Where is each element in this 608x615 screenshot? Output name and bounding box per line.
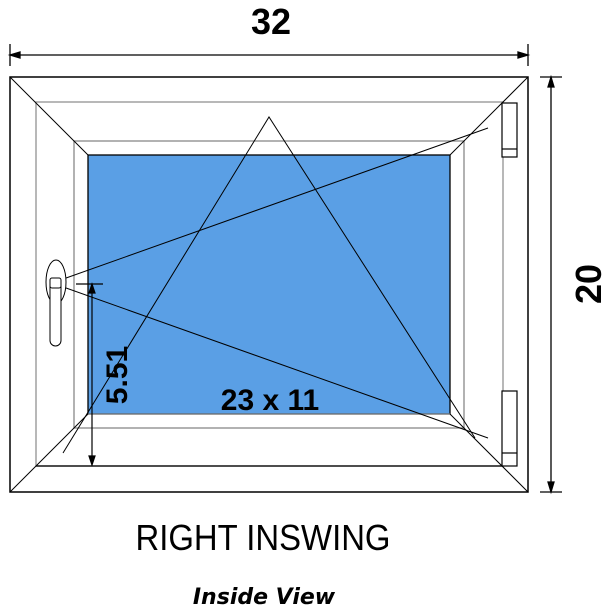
handle-height-dimension-line bbox=[76, 282, 103, 467]
handle-icon bbox=[45, 259, 67, 347]
glass-size-label: 23 x 11 bbox=[221, 384, 319, 417]
corner-miters bbox=[9, 76, 529, 493]
swing-type-label: RIGHT INSWING bbox=[136, 517, 391, 558]
glass-pane bbox=[87, 154, 451, 415]
hinge-top bbox=[501, 102, 518, 158]
width-label: 32 bbox=[251, 1, 291, 42]
handle-height-label: 5.51 bbox=[101, 346, 134, 404]
height-dimension-line bbox=[540, 74, 562, 495]
height-label: 20 bbox=[568, 264, 608, 304]
view-label: Inside View bbox=[193, 585, 336, 610]
hinge-bottom bbox=[501, 390, 518, 467]
width-dimension-line bbox=[7, 44, 531, 66]
opening-lines bbox=[51, 116, 489, 454]
